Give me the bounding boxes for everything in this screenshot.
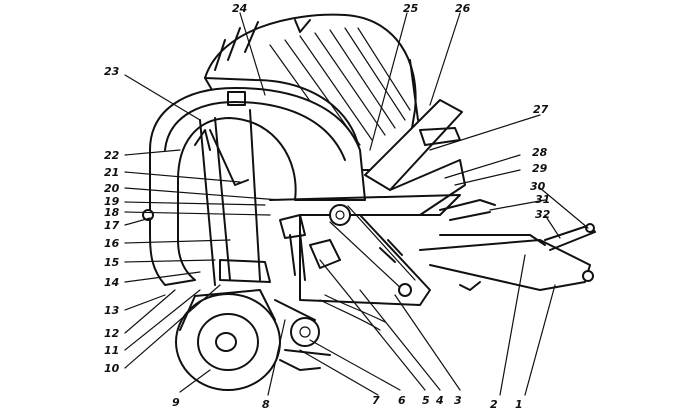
label-15: 15 xyxy=(104,256,120,269)
label-16: 16 xyxy=(104,237,120,250)
label-2: 2 xyxy=(490,398,498,411)
label-3: 3 xyxy=(454,394,462,407)
label-21: 21 xyxy=(104,166,119,179)
label-31: 31 xyxy=(535,193,550,206)
label-11: 11 xyxy=(104,344,119,357)
label-19: 19 xyxy=(104,195,120,208)
label-18: 18 xyxy=(104,206,120,219)
label-6: 6 xyxy=(398,394,406,407)
label-1: 1 xyxy=(515,398,523,411)
label-28: 28 xyxy=(532,146,548,159)
drive-frame xyxy=(219,194,461,306)
label-32: 32 xyxy=(535,208,551,221)
label-4: 4 xyxy=(435,394,444,407)
label-20: 20 xyxy=(104,182,120,195)
label-9: 9 xyxy=(172,396,180,409)
label-12: 12 xyxy=(104,327,120,340)
wheel xyxy=(175,289,281,391)
leader-lines xyxy=(124,12,589,396)
drawbar xyxy=(419,199,596,291)
label-17: 17 xyxy=(104,219,120,232)
label-27: 27 xyxy=(533,103,549,116)
label-7: 7 xyxy=(372,394,380,407)
label-10: 10 xyxy=(104,362,120,375)
label-25: 25 xyxy=(403,2,419,15)
label-30: 30 xyxy=(530,180,546,193)
label-8: 8 xyxy=(262,398,270,411)
bale-chamber-drum xyxy=(204,13,419,171)
label-13: 13 xyxy=(104,304,120,317)
pickup-unit xyxy=(274,294,386,371)
label-24: 24 xyxy=(232,2,247,15)
label-5: 5 xyxy=(422,394,430,407)
part-labels: 1 2 3 4 5 6 7 8 9 10 11 12 13 14 15 16 1… xyxy=(104,2,551,411)
label-29: 29 xyxy=(532,162,548,175)
label-22: 22 xyxy=(104,149,120,162)
label-26: 26 xyxy=(455,2,471,15)
label-23: 23 xyxy=(104,65,120,78)
label-14: 14 xyxy=(104,276,119,289)
